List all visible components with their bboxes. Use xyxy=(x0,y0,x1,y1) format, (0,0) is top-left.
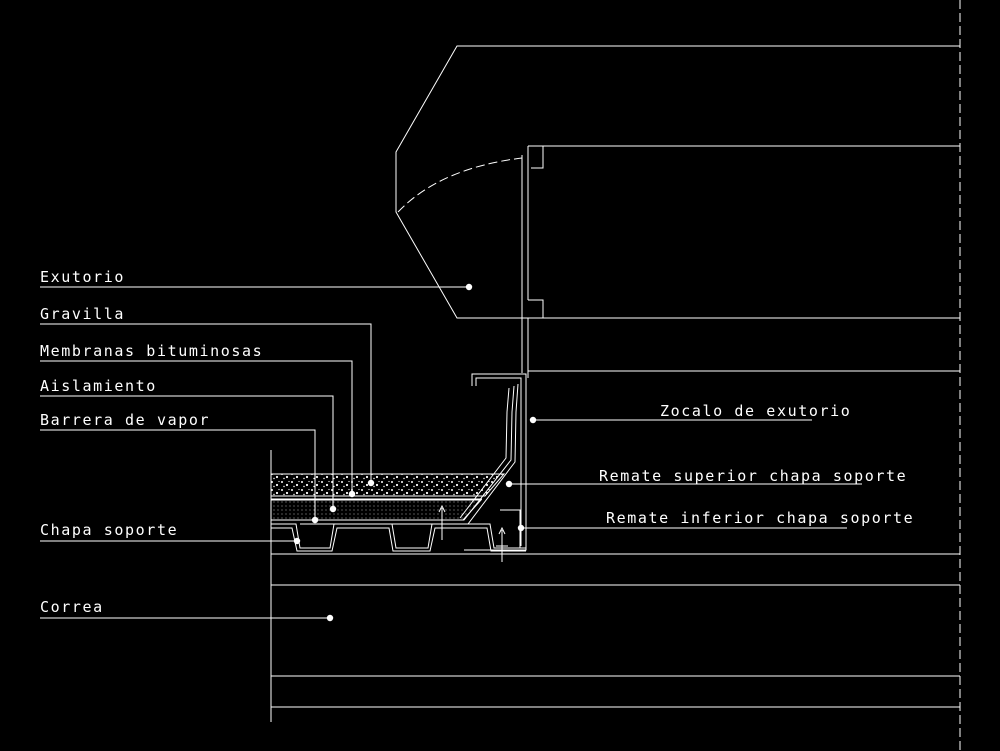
roof-layers xyxy=(270,450,526,722)
label-aislamiento: Aislamiento xyxy=(40,377,157,395)
label-gravilla: Gravilla xyxy=(40,305,125,323)
label-zocalo: Zocalo de exutorio xyxy=(660,402,851,420)
zocalo-upstand xyxy=(300,318,960,551)
label-membranas: Membranas bituminosas xyxy=(40,342,263,360)
label-barrera-vapor: Barrera de vapor xyxy=(40,411,210,429)
exutorio-hood xyxy=(395,45,960,319)
correa-purlin xyxy=(271,553,960,708)
leader-dots xyxy=(293,283,537,622)
leader-lines xyxy=(40,286,862,619)
label-remate-superior: Remate superior chapa soporte xyxy=(599,467,907,485)
label-exutorio: Exutorio xyxy=(40,268,125,286)
label-correa: Correa xyxy=(40,598,104,616)
label-remate-inferior: Remate inferior chapa soporte xyxy=(606,509,914,527)
label-chapa-soporte: Chapa soporte xyxy=(40,521,178,539)
